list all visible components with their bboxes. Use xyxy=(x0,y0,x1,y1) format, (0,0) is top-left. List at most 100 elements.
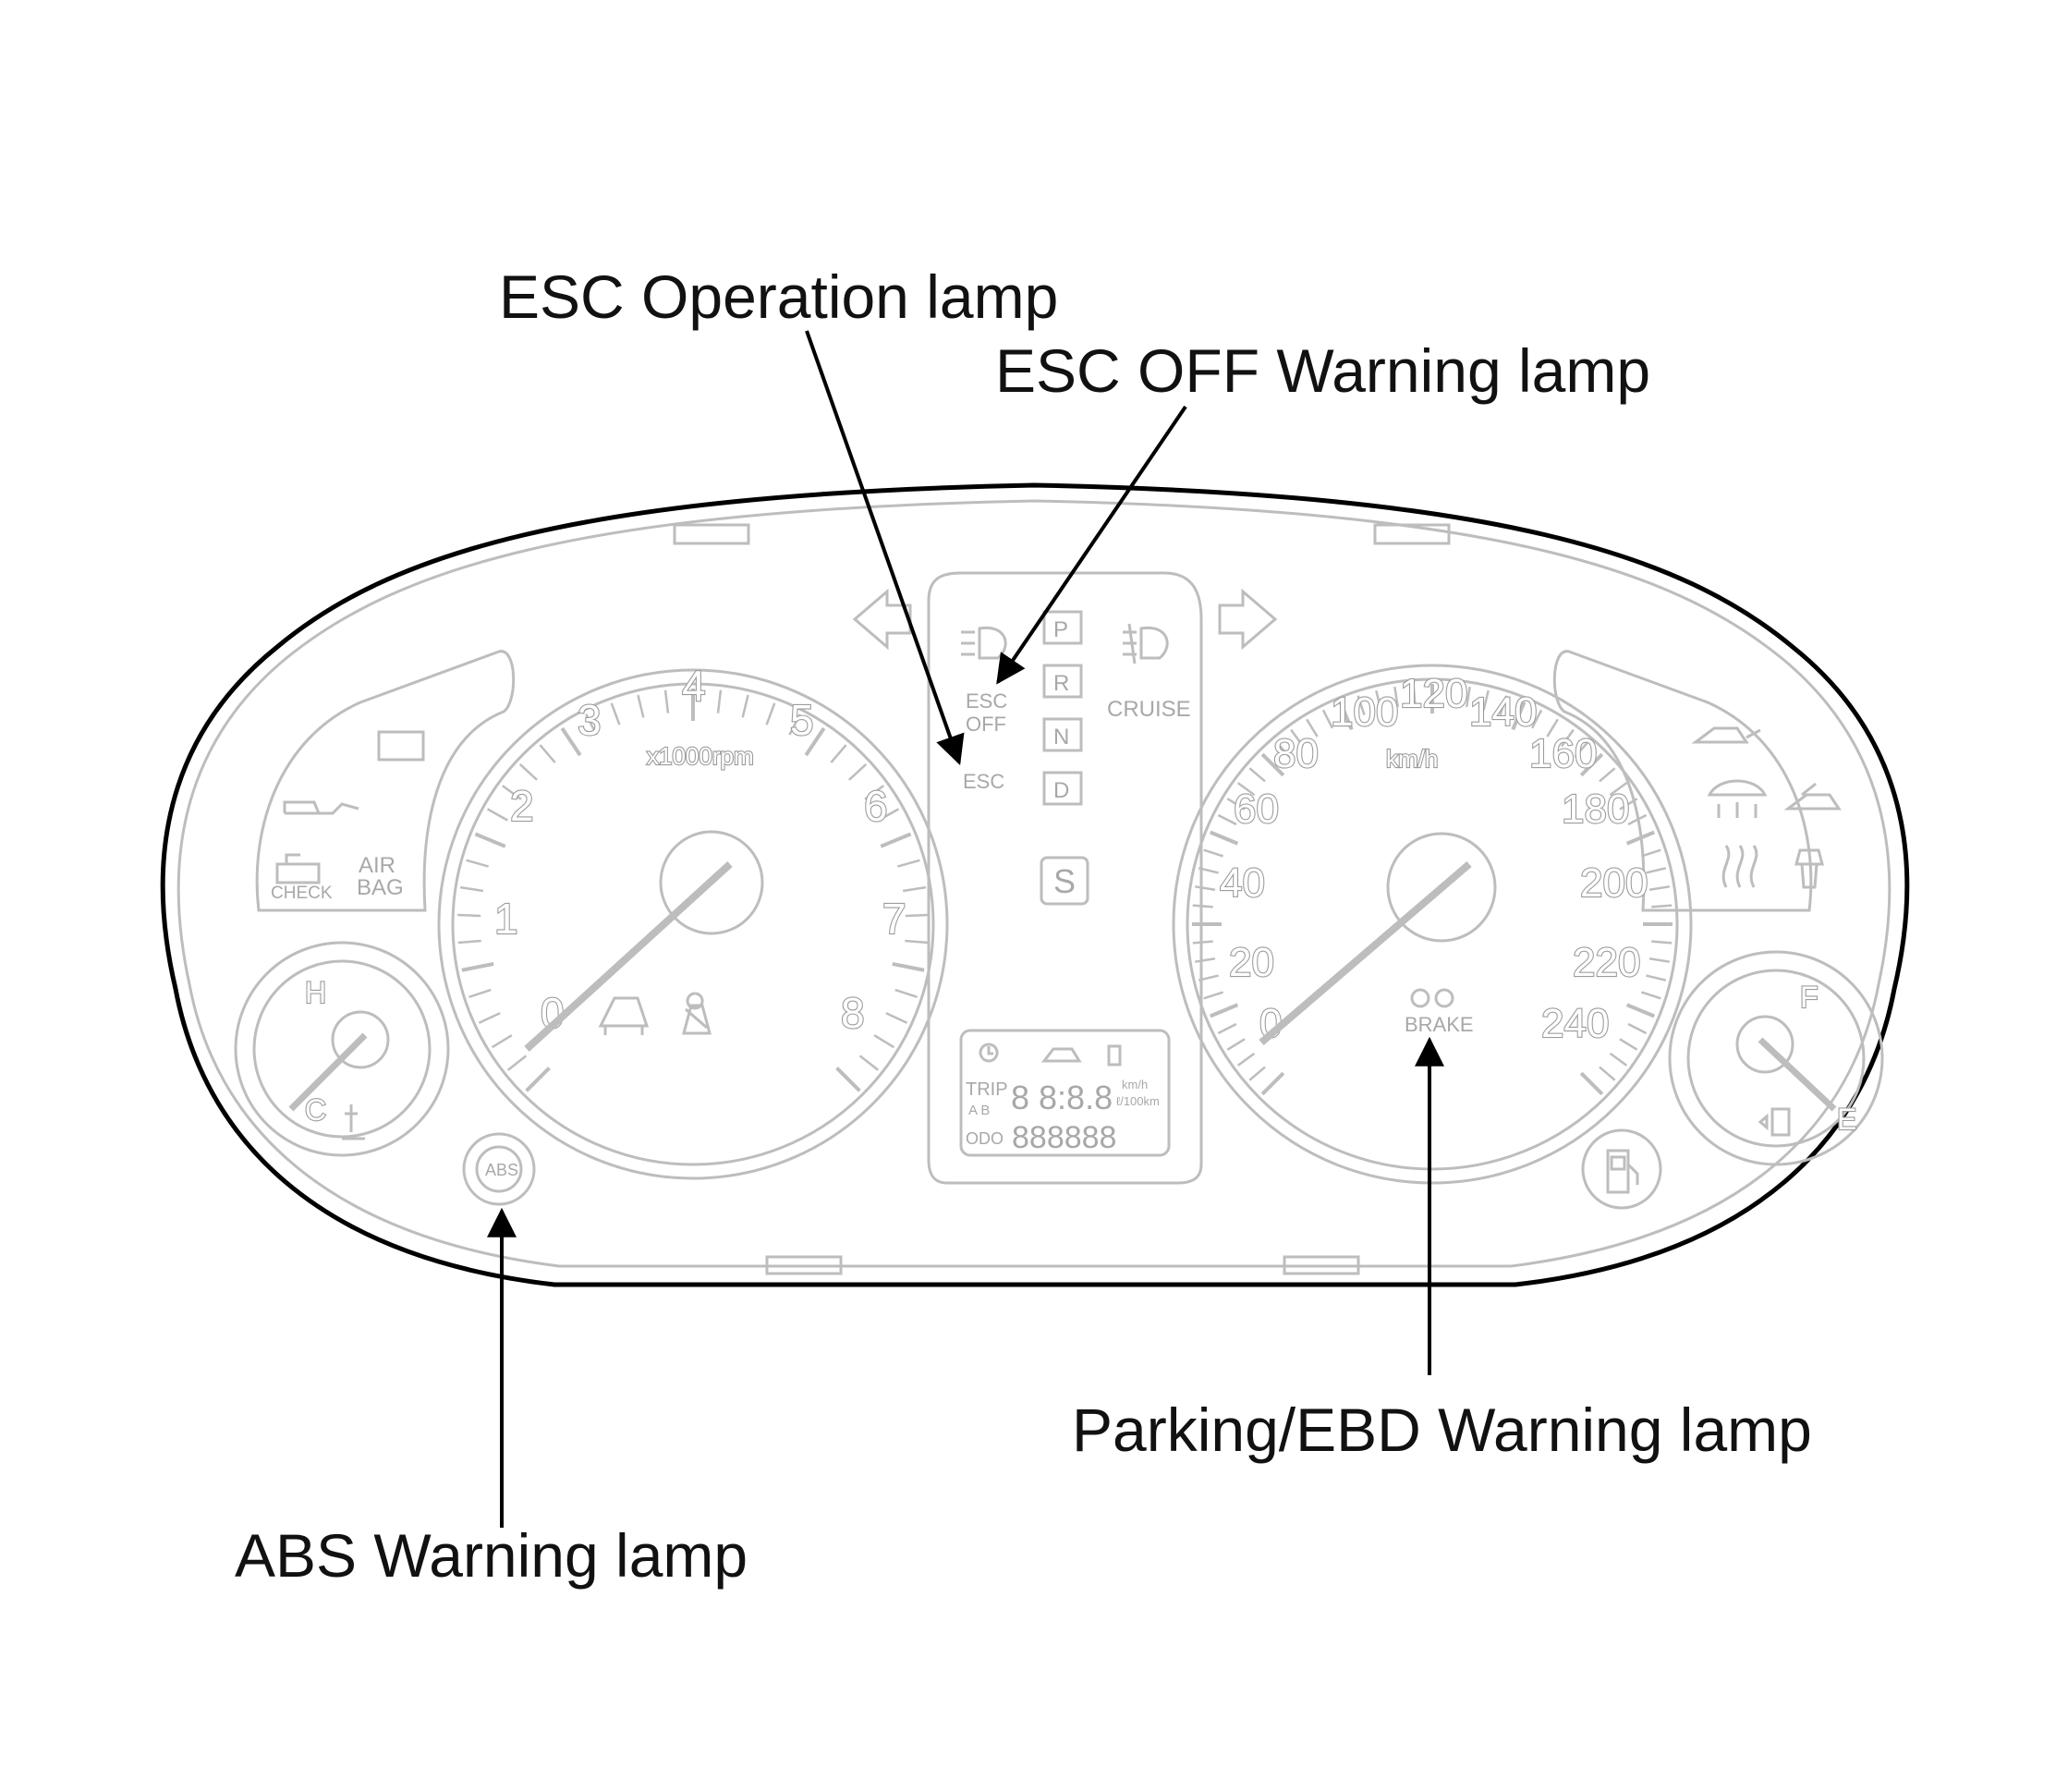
fuel-hub xyxy=(1735,1015,1794,1074)
left-indicator-panel xyxy=(255,650,516,912)
tachometer-tick-mark xyxy=(905,913,929,918)
fuel-empty-label: E xyxy=(1837,1103,1856,1136)
speedometer-tick-mark xyxy=(1579,1071,1604,1096)
esc-operation-callout-label: ESC Operation lamp xyxy=(499,262,1058,331)
right-turn-signal-icon xyxy=(1218,588,1278,651)
speedometer-tick-100: 100 xyxy=(1331,689,1398,735)
speedometer-tick-mark xyxy=(1192,940,1213,945)
speedometer-tick-200: 200 xyxy=(1580,860,1648,906)
abs-callout-label: ABS Warning lamp xyxy=(235,1521,748,1590)
tachometer-tick-mark xyxy=(880,832,912,848)
speedometer-tick-mark xyxy=(1375,689,1382,711)
speedometer-tick-mark xyxy=(1499,695,1508,716)
speedometer-tick-mark xyxy=(1546,718,1559,738)
tachometer-tick-5: 5 xyxy=(790,696,814,744)
tachometer-tick-mark xyxy=(788,713,801,736)
tachometer-tick-1: 1 xyxy=(494,895,518,943)
speedometer-tick-mark xyxy=(1640,848,1661,858)
speedometer-tick-220: 220 xyxy=(1573,940,1640,985)
speedometer-tick-mark xyxy=(1195,885,1216,892)
tachometer-tick-mark xyxy=(741,694,749,718)
fuel-gauge: F E xyxy=(1668,950,1884,1166)
hood-open-icon xyxy=(1783,782,1842,811)
gear-n-box xyxy=(1042,717,1083,752)
speedometer-tick-mark xyxy=(1275,740,1291,758)
temp-hub xyxy=(331,1010,390,1069)
speedometer-tick-140: 140 xyxy=(1469,689,1537,735)
speedometer-tick-mark xyxy=(1627,1022,1648,1035)
speedometer-tick-mark xyxy=(1248,767,1266,783)
speedometer-unit: km/h xyxy=(1386,745,1438,773)
tachometer-tick-8: 8 xyxy=(841,989,865,1037)
speedometer-tick-240: 240 xyxy=(1541,1001,1609,1046)
gear-r-label: R xyxy=(1053,671,1069,696)
tachometer-unit: x1000rpm xyxy=(647,742,754,770)
lcd-fuel-icon xyxy=(1107,1044,1122,1067)
tachometer-tick-mark xyxy=(468,988,492,998)
speedometer-tick-mark xyxy=(1625,1003,1655,1018)
tachometer-tick-marks xyxy=(457,689,929,1092)
tachometer-tick-mark xyxy=(902,885,927,893)
tachometer-tick-mark xyxy=(905,939,929,945)
speedometer-tick-mark xyxy=(1203,991,1224,1000)
lcd-trip-display: TRIP A B 8 8:8.8 km/h ℓ/100km ODO 888888 xyxy=(959,1029,1171,1157)
battery-warning-icon xyxy=(377,730,425,762)
speedometer-tick-mark xyxy=(1260,1071,1285,1096)
tachometer-tick-4: 4 xyxy=(682,662,706,710)
speedometer-tick-180: 180 xyxy=(1562,786,1629,832)
speedometer-tick-mark xyxy=(1338,701,1354,731)
speedometer-tick-160: 160 xyxy=(1529,731,1597,776)
parking-ebd-callout-label: Parking/EBD Warning lamp xyxy=(1072,1396,1812,1464)
tachometer: 0 1 2 3 4 5 6 7 8 x1000rpm xyxy=(437,661,949,1180)
speedometer-tick-40: 40 xyxy=(1220,860,1265,906)
tachometer-tick-mark xyxy=(878,808,900,822)
speedometer-tick-mark xyxy=(1306,718,1319,738)
fuel-needle xyxy=(1758,1037,1837,1112)
gear-d-label: D xyxy=(1053,778,1069,803)
bottom-clip-right xyxy=(1283,1255,1360,1275)
speedometer-tick-mark xyxy=(1192,904,1213,908)
gear-indicator: P R N D xyxy=(1042,610,1083,806)
speedometer-tick-20: 20 xyxy=(1229,940,1274,985)
lcd-trip-digits: 8 8:8.8 xyxy=(1011,1079,1113,1116)
center-indicator-panel xyxy=(927,571,1203,1185)
speedometer-tick-mark xyxy=(1198,974,1219,981)
tachometer-tick-mark xyxy=(894,988,918,998)
tachometer-tick-mark xyxy=(501,785,522,800)
speedometer-tick-marks xyxy=(1192,684,1673,1096)
speedometer-tick-mark xyxy=(1651,940,1673,945)
tachometer-tick-mark xyxy=(491,1034,513,1049)
tachometer-tick-mark xyxy=(525,1067,551,1092)
immobilizer-icon xyxy=(1794,848,1824,889)
tachometer-tick-mark xyxy=(663,689,670,713)
oil-pressure-warning-icon xyxy=(283,800,359,815)
tachometer-tick-mark xyxy=(459,885,484,893)
tachometer-tick-3: 3 xyxy=(578,696,602,744)
esc-operation-callout-arrow xyxy=(805,330,965,766)
speedometer-tick-mark xyxy=(1609,782,1628,797)
seatbelt-icon xyxy=(682,992,712,1035)
air-label: AIR xyxy=(359,853,395,878)
tachometer-tick-mark xyxy=(466,859,489,868)
speedometer-tick-80: 80 xyxy=(1273,731,1319,776)
speedometer-tick-mark xyxy=(1290,728,1305,748)
temperature-gauge: H C xyxy=(234,941,450,1157)
lcd-trip-label: TRIP xyxy=(966,1079,1008,1100)
tachometer-tick-mark xyxy=(885,1012,908,1024)
speedometer-tick-60: 60 xyxy=(1234,786,1279,832)
speedometer-tick-mark xyxy=(1393,687,1400,708)
cluster-inner-rim xyxy=(176,499,1892,1268)
gear-p-box xyxy=(1042,610,1083,645)
speedometer-tick-mark xyxy=(1560,728,1575,748)
speedometer-tick-mark xyxy=(1195,957,1216,963)
esc-off-callout-arrow xyxy=(996,405,1187,685)
tachometer-tick-mark xyxy=(864,785,885,800)
esc-off-callout-label: ESC OFF Warning lamp xyxy=(995,336,1650,405)
lcd-unit-speed: km/h xyxy=(1122,1078,1148,1091)
tachometer-tick-mark xyxy=(457,939,481,945)
washer-fluid-icon xyxy=(1707,779,1768,818)
speedometer-tick-mark xyxy=(1260,752,1285,777)
tachometer-tick-mark xyxy=(848,762,868,781)
speedometer-tick-mark xyxy=(1646,867,1667,874)
speedometer-tick-mark xyxy=(1236,782,1256,797)
